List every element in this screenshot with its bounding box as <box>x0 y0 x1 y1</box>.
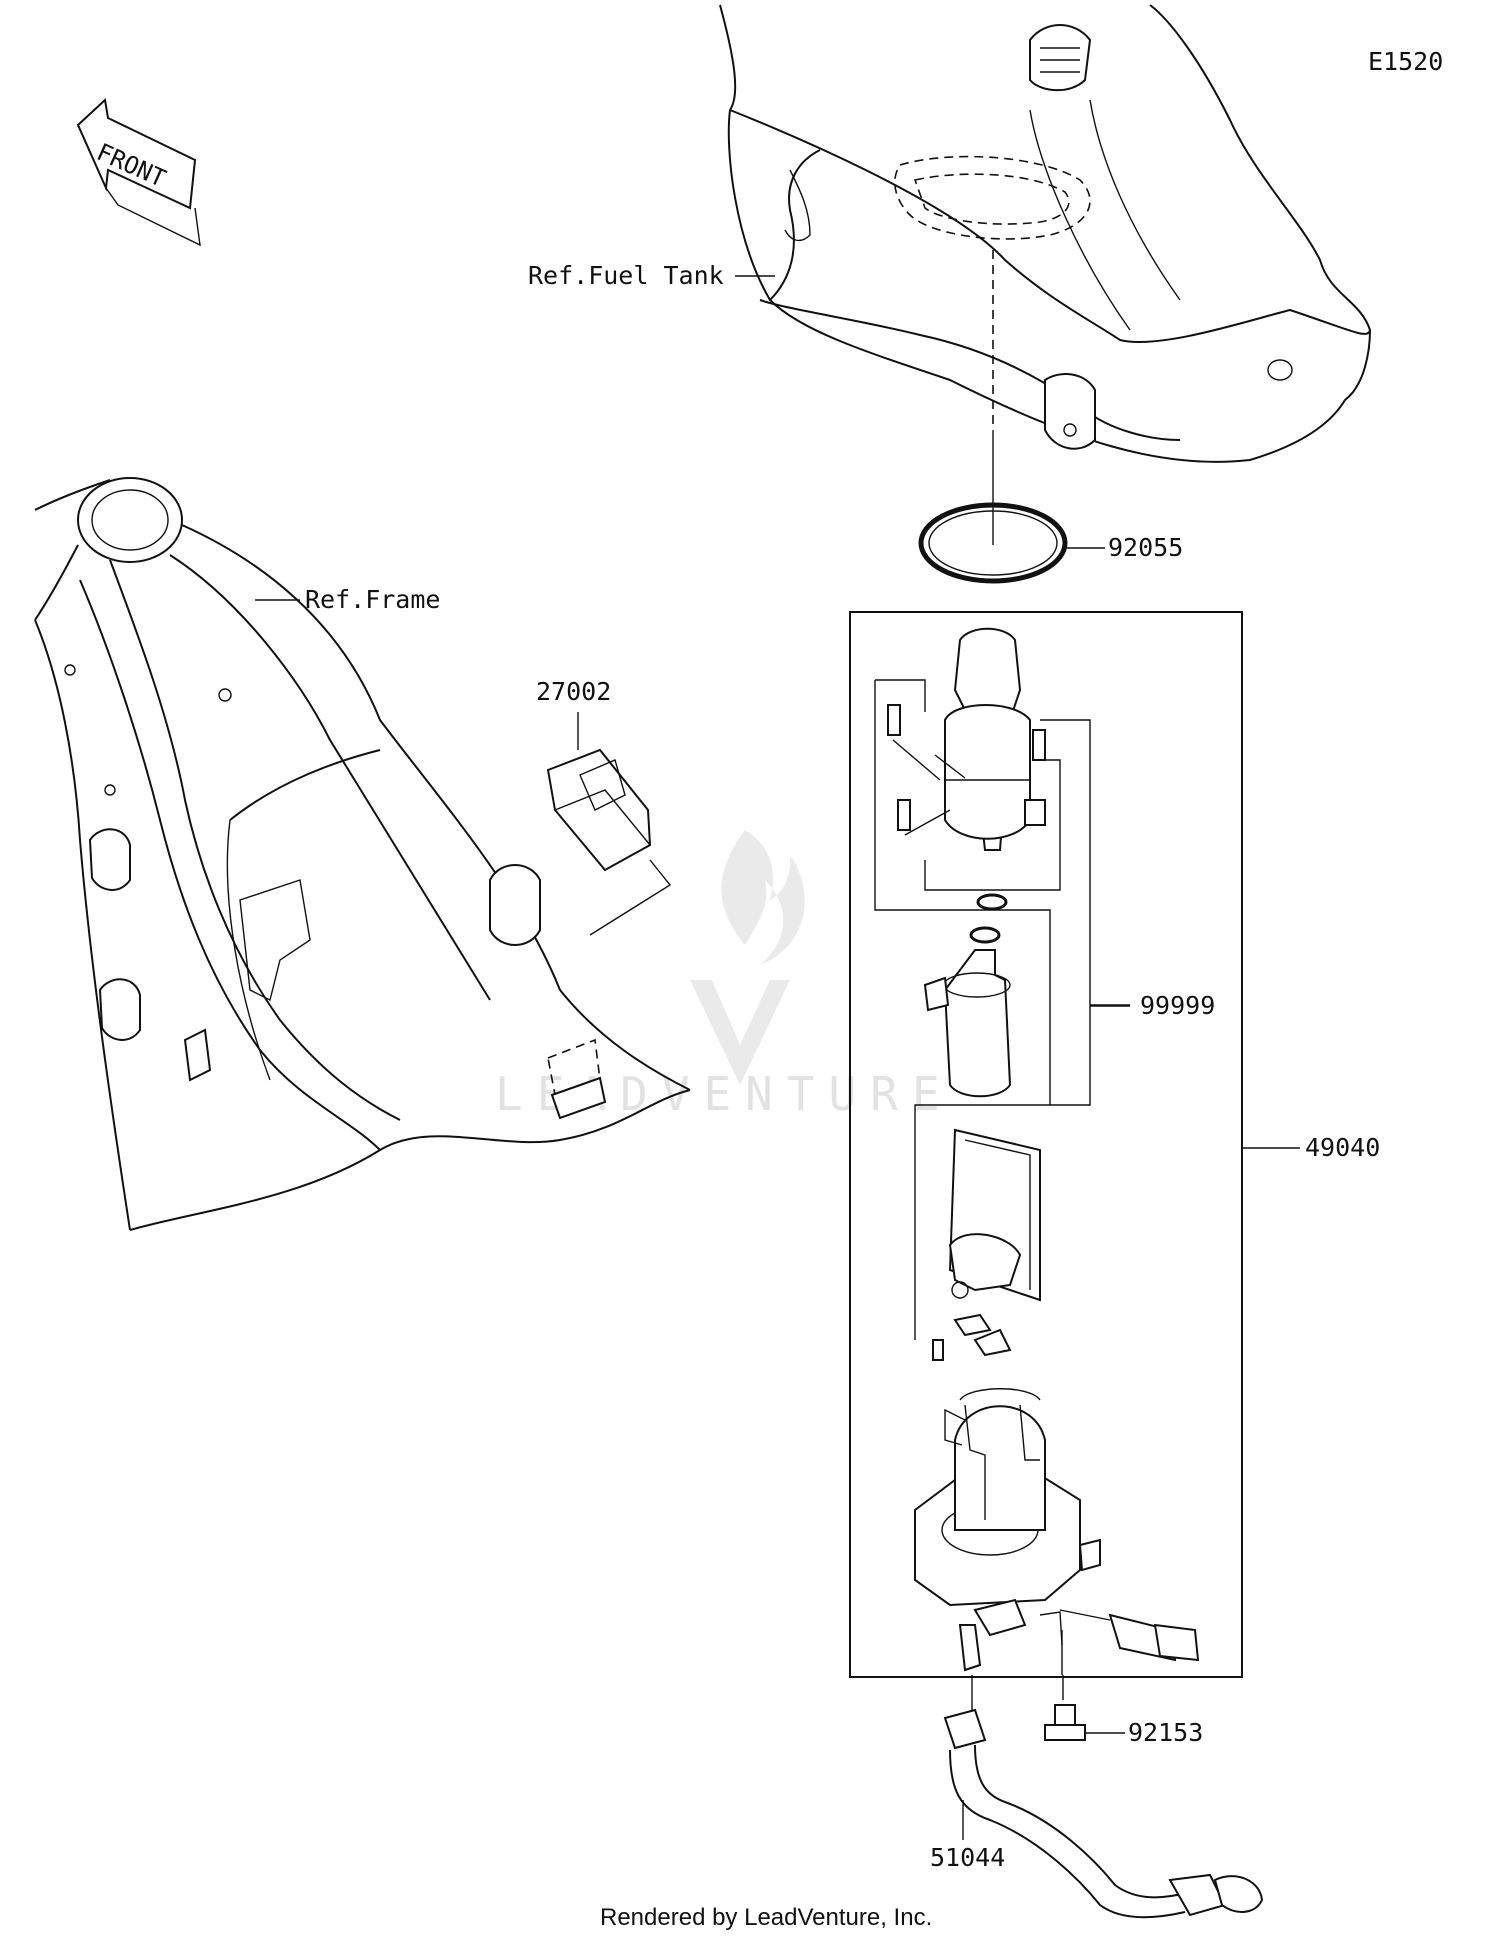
footer-credit: Rendered by LeadVenture, Inc. <box>600 1904 932 1931</box>
front-arrow-icon <box>76 98 197 210</box>
part-99999-label: 99999 <box>1140 991 1215 1020</box>
part-92055-label: 92055 <box>1108 533 1183 562</box>
connector-27002: 27002 <box>536 677 672 936</box>
pump-assembly: 49040 99999 <box>849 611 1380 1678</box>
part-27002-label: 27002 <box>536 677 611 706</box>
part-92153-label: 92153 <box>1128 1718 1203 1747</box>
hose-51044: 51044 <box>930 1708 1264 1919</box>
bolt-92153: 92153 <box>1044 1704 1203 1747</box>
ref-frame-label: Ref.Frame <box>305 585 440 614</box>
part-49040-label: 49040 <box>1305 1133 1380 1162</box>
front-arrow: FRONT <box>76 98 201 247</box>
watermark-v-icon <box>690 980 790 1085</box>
diagram-code: E1520 <box>1368 47 1443 76</box>
watermark: LEADVENTURE <box>495 830 940 1121</box>
fuel-tank-drawing: Ref.Fuel Tank <box>528 4 1372 463</box>
ref-fuel-tank-label: Ref.Fuel Tank <box>528 261 724 290</box>
frame-drawing: Ref.Frame <box>34 477 691 1231</box>
part-51044-label: 51044 <box>930 1843 1005 1872</box>
watermark-flame-icon <box>721 830 805 965</box>
o-ring: 92055 <box>918 502 1183 584</box>
